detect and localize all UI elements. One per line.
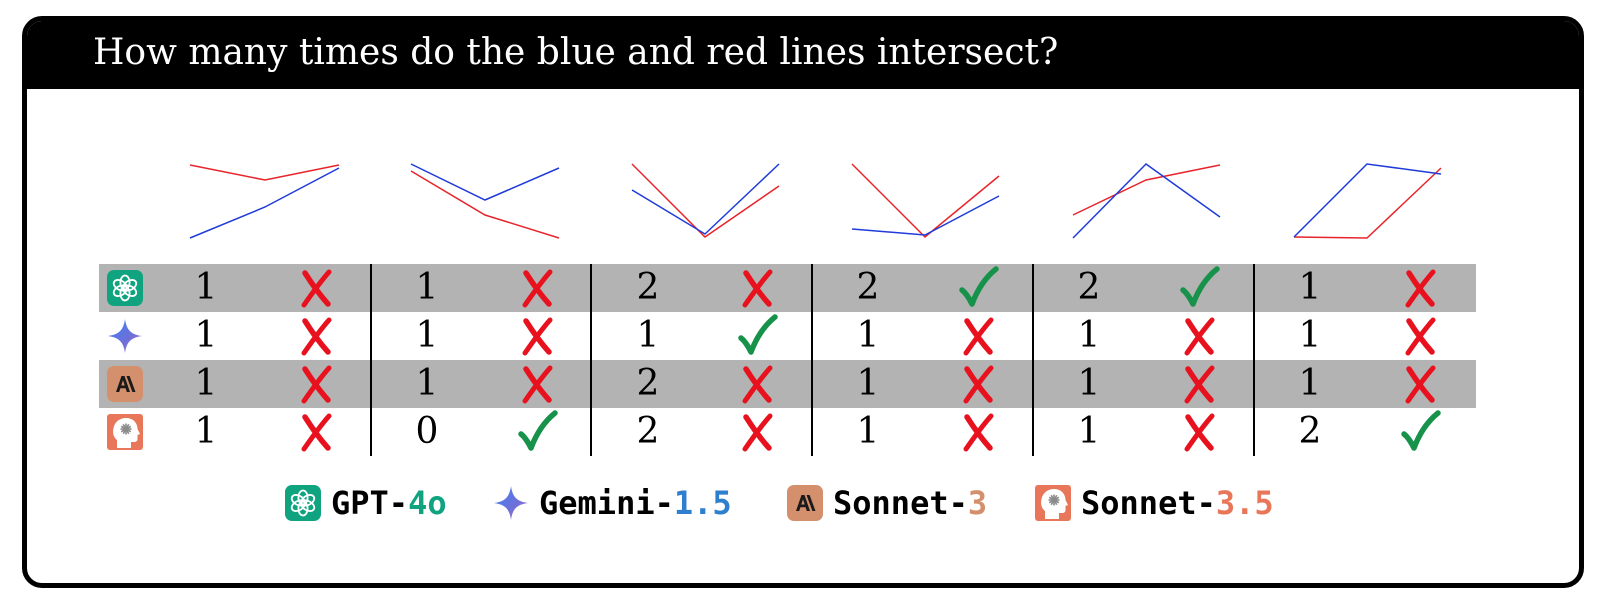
answer-value: 1 xyxy=(1298,267,1322,308)
answer-value: 2 xyxy=(856,267,880,308)
red-line xyxy=(189,164,340,181)
answer-value: 1 xyxy=(856,411,880,452)
answer-value: 2 xyxy=(636,267,660,308)
red-line xyxy=(1293,167,1442,239)
check-mark-icon xyxy=(727,312,787,360)
legend-version: 3 xyxy=(967,484,988,522)
cross-mark-icon xyxy=(1169,360,1229,408)
line-plot-6 xyxy=(1293,163,1442,239)
legend-version: 3.5 xyxy=(1215,484,1274,522)
legend-version: 1.5 xyxy=(673,484,732,522)
blue-line xyxy=(1293,163,1442,238)
check-mark-icon xyxy=(1169,264,1229,312)
gemini-star-icon xyxy=(107,318,143,354)
cross-mark-icon xyxy=(507,264,567,312)
legend-item-gpt: GPT-4o xyxy=(285,481,447,525)
cross-mark-icon xyxy=(948,360,1008,408)
cross-mark-icon xyxy=(1390,264,1450,312)
cross-mark-icon xyxy=(1169,312,1229,360)
openai-logo-icon xyxy=(285,485,321,521)
question-header: How many times do the blue and red lines… xyxy=(27,21,1579,89)
answer-value: 1 xyxy=(415,267,439,308)
answer-value: 1 xyxy=(1298,363,1322,404)
answer-value: 1 xyxy=(1298,315,1322,356)
line-plots xyxy=(189,163,1442,239)
column-separator xyxy=(590,264,592,456)
answer-value: 1 xyxy=(194,315,218,356)
answer-value: 1 xyxy=(636,315,660,356)
legend-prefix: GPT- xyxy=(331,484,409,522)
legend-prefix: Sonnet- xyxy=(1081,484,1216,522)
line-plot-5 xyxy=(1072,163,1221,239)
red-line xyxy=(410,170,560,239)
legend-prefix: Sonnet- xyxy=(833,484,968,522)
blue-line xyxy=(189,167,340,239)
answer-value: 2 xyxy=(636,363,660,404)
check-mark-icon xyxy=(948,264,1008,312)
answer-value: 2 xyxy=(1077,267,1101,308)
check-mark-icon xyxy=(507,408,567,456)
line-plot-1 xyxy=(189,164,340,239)
anthropic-logo-icon xyxy=(787,485,823,521)
cross-mark-icon xyxy=(1390,312,1450,360)
cross-mark-icon xyxy=(507,312,567,360)
cross-mark-icon xyxy=(948,408,1008,456)
red-line xyxy=(631,163,780,238)
line-plot-2 xyxy=(410,163,560,239)
answer-value: 1 xyxy=(1077,315,1101,356)
line-plot-4 xyxy=(851,163,1000,239)
answer-value: 2 xyxy=(636,411,660,452)
cross-mark-icon xyxy=(286,360,346,408)
cross-mark-icon xyxy=(727,360,787,408)
claude-head-icon xyxy=(1035,485,1071,521)
blue-line xyxy=(410,163,560,201)
legend-item-sonnet35: Sonnet-3.5 xyxy=(1035,481,1274,525)
red-line xyxy=(1072,164,1221,216)
cross-mark-icon xyxy=(727,264,787,312)
figure-card: How many times do the blue and red lines… xyxy=(22,16,1584,588)
blue-line xyxy=(631,163,780,235)
legend: GPT-4o Gemini-1.5 Sonnet-3 Sonnet-3.5 xyxy=(27,481,1579,525)
column-separator xyxy=(811,264,813,456)
cross-mark-icon xyxy=(286,408,346,456)
cross-mark-icon xyxy=(727,408,787,456)
column-separator xyxy=(370,264,372,456)
answer-value: 1 xyxy=(194,363,218,404)
cross-mark-icon xyxy=(507,360,567,408)
answer-value: 1 xyxy=(194,267,218,308)
answer-value: 1 xyxy=(856,363,880,404)
answer-value: 1 xyxy=(415,315,439,356)
answer-value: 1 xyxy=(1077,411,1101,452)
answer-value: 1 xyxy=(856,315,880,356)
answer-value: 0 xyxy=(415,411,439,452)
cross-mark-icon xyxy=(286,312,346,360)
cross-mark-icon xyxy=(286,264,346,312)
openai-logo-icon xyxy=(107,270,143,306)
gemini-star-icon xyxy=(493,485,529,521)
line-plot-3 xyxy=(631,163,780,238)
cross-mark-icon xyxy=(948,312,1008,360)
anthropic-logo-icon xyxy=(107,366,143,402)
legend-version: 4o xyxy=(408,484,447,522)
check-mark-icon xyxy=(1390,408,1450,456)
answer-value: 2 xyxy=(1298,411,1322,452)
legend-item-sonnet3: Sonnet-3 xyxy=(787,481,987,525)
legend-item-gemini: Gemini-1.5 xyxy=(493,481,732,525)
question-text: How many times do the blue and red lines… xyxy=(93,32,1059,73)
red-line xyxy=(851,163,1000,239)
blue-line xyxy=(851,195,1000,236)
blue-line xyxy=(1072,163,1221,239)
answer-value: 1 xyxy=(415,363,439,404)
cross-mark-icon xyxy=(1390,360,1450,408)
claude-head-icon xyxy=(107,414,143,450)
answer-value: 1 xyxy=(1077,363,1101,404)
column-separator xyxy=(1253,264,1255,456)
cross-mark-icon xyxy=(1169,408,1229,456)
column-separator xyxy=(1032,264,1034,456)
answer-value: 1 xyxy=(194,411,218,452)
legend-prefix: Gemini- xyxy=(539,484,674,522)
